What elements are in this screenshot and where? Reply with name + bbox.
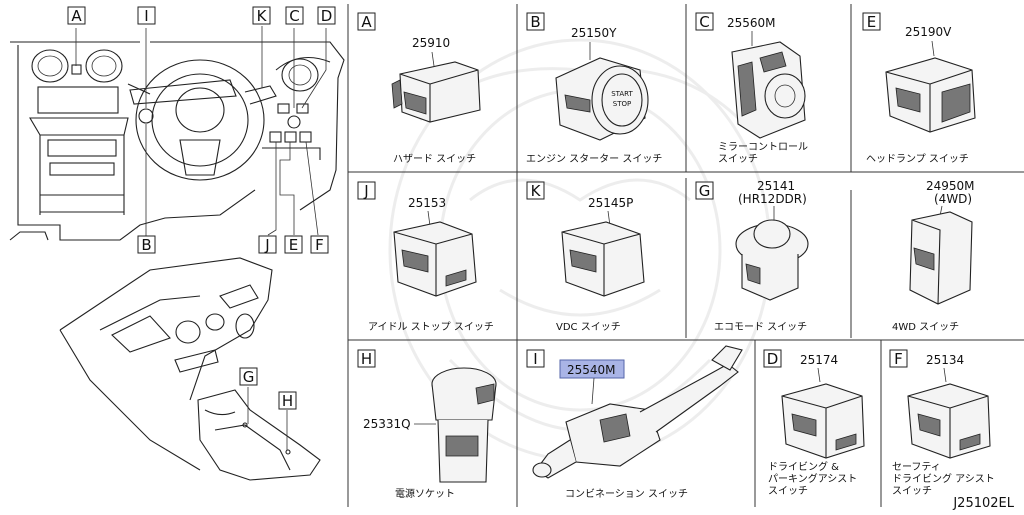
svg-text:セーフティ: セーフティ [892,461,941,473]
part-number-highlight [559,359,625,379]
overview-label-f: F [310,235,329,254]
cell-c-mirror-switch: C 25560M ミラーコントロール スイッチ [695,12,808,165]
cell-a-part-number: 25910 [412,36,450,50]
cell-b-name: エンジン スターター スイッチ [526,153,662,165]
cell-h-power-socket: H 25331Q 電源ソケット [357,349,497,500]
cell-k-name: VDC スイッチ [556,321,621,333]
overview-label-i: I [137,6,156,25]
cell-i-part-number: 25540M [567,363,616,377]
idle-stop-switch-drawing [393,221,477,297]
svg-text:G: G [243,368,255,386]
svg-text:ミラーコントロール: ミラーコントロール [718,141,808,153]
svg-text:スイッチ: スイッチ [892,485,932,497]
svg-text:H: H [282,392,293,410]
cell-g-eco-mode-switch: G 25141 (HR12DDR) エコモード スイッチ [695,179,809,333]
svg-text:G: G [699,182,711,200]
svg-text:E: E [289,236,298,254]
cell-a-letter-box [357,12,376,31]
svg-text:I: I [533,350,537,368]
svg-text:STOP: STOP [613,100,631,108]
power-socket-drawing [431,367,497,483]
svg-text:B: B [141,236,151,254]
mirror-switch-drawing [731,41,806,139]
cell-c-part-number: 25560M [727,16,776,30]
dashboard-overview: A I K C D B J E [9,6,345,481]
cell-g-name: エコモード スイッチ [714,321,807,333]
cell-4wd-variant: (4WD) [934,192,972,206]
svg-text:F: F [894,350,903,368]
start-stop-button-drawing: START STOP [555,57,649,141]
cell-a-letter: A [361,13,372,31]
safety-assist-switch-drawing [907,383,991,459]
cell-k-vdc-switch: K 25145P VDC スイッチ [526,181,645,333]
svg-text:K: K [257,7,268,25]
cell-b-engine-start-switch: B 25150Y START STOP エンジン スターター スイッチ [526,12,662,165]
cell-f-part-number: 25134 [926,353,964,367]
svg-text:A: A [71,7,82,25]
svg-text:I: I [144,7,148,25]
diagram-reference-code: J25102EL [952,496,1014,511]
svg-text:J: J [264,236,269,254]
grid-lines [347,4,1024,507]
cell-f-safety-assist-switch: F 25134 セーフティ ドライビング アシスト スイッチ [889,349,995,497]
cell-j-idle-stop-switch: J 25153 アイドル ストップ スイッチ [357,181,494,333]
vdc-switch-drawing [561,221,645,297]
svg-text:J: J [363,182,368,200]
cell-j-part-number: 25153 [408,196,446,210]
svg-text:K: K [531,182,542,200]
cell-e-headlamp-switch: E 25190V ヘッドランプ スイッチ [862,12,976,165]
cell-4wd-switch: 24950M (4WD) 4WD スイッチ [892,179,975,333]
cell-d-parking-assist-switch: D 25174 ドライビング & パーキングアシスト スイッチ [763,349,865,497]
cell-g-part-number: 25141 [757,179,795,193]
hazard-switch-drawing [391,61,481,123]
cell-a-hazard-switch: A 25910 ハザード スイッチ [357,12,481,165]
eco-switch-drawing [735,219,809,301]
cell-j-name: アイドル ストップ スイッチ [368,321,494,333]
combination-switch-drawing [532,345,743,479]
cell-k-part-number: 25145P [588,196,633,210]
headlamp-switch-drawing [885,57,976,133]
svg-text:E: E [867,13,876,31]
svg-text:C: C [699,13,709,31]
4wd-switch-drawing [909,211,973,305]
cell-4wd-part-number: 24950M [926,179,975,193]
overview-label-j: J [258,235,277,254]
svg-text:B: B [530,13,540,31]
svg-text:スイッチ: スイッチ [768,485,808,497]
cell-i-combination-switch: I 25540M コンビネーション スイッチ [526,345,743,500]
cell-4wd-name: 4WD スイッチ [892,321,959,333]
svg-text:ドライビング アシスト: ドライビング アシスト [892,472,995,485]
overview-label-c: C [285,6,304,25]
svg-text:D: D [321,7,333,25]
overview-label-g: G [239,367,258,386]
svg-text:スイッチ: スイッチ [718,153,758,165]
cell-e-part-number: 25190V [905,25,952,39]
svg-text:パーキングアシスト: パーキングアシスト [768,472,857,485]
overview-label-b: B [137,235,156,254]
svg-text:H: H [361,350,372,368]
svg-text:ドライビング &: ドライビング & [768,460,839,473]
cell-a-name: ハザード スイッチ [393,153,476,165]
svg-text:START: START [611,90,633,98]
overview-label-e: E [284,235,303,254]
svg-text:F: F [315,236,324,254]
overview-label-h: H [278,391,297,410]
overview-label-k: K [252,6,271,25]
svg-text:D: D [767,350,779,368]
interior-perspective [59,257,321,481]
cell-b-part-number: 25150Y [571,26,617,40]
overview-label-a: A [67,6,86,25]
svg-text:C: C [289,7,299,25]
cell-i-name: コンビネーション スイッチ [565,488,688,500]
cell-e-name: ヘッドランプ スイッチ [866,153,969,165]
cell-d-part-number: 25174 [800,353,838,367]
cell-h-name: 電源ソケット [395,487,455,500]
cell-g-engine-code: (HR12DDR) [738,192,807,206]
overview-label-d: D [317,6,336,25]
cell-h-part-number: 25331Q [363,417,411,431]
parking-assist-switch-drawing [781,383,865,459]
